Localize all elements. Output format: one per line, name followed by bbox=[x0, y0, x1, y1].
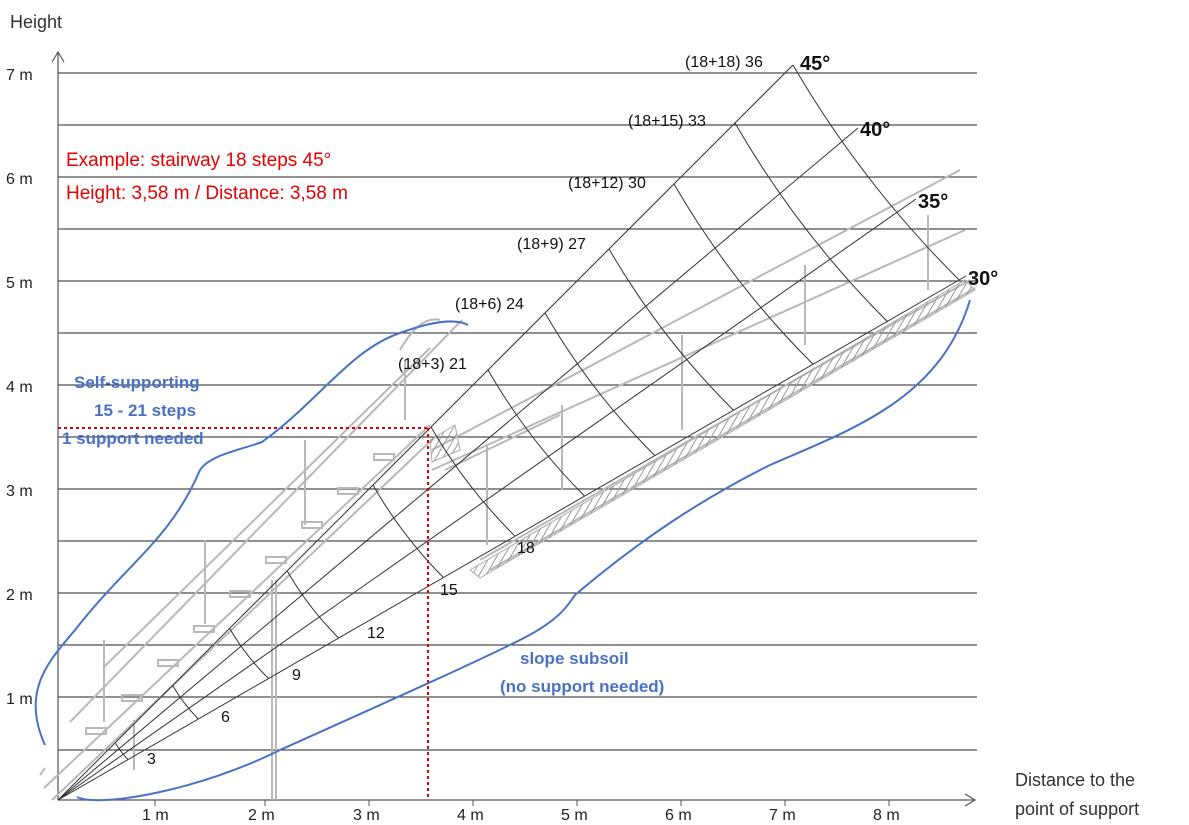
y-axis-arrow bbox=[51, 50, 65, 63]
arc-30 bbox=[673, 183, 814, 365]
x-tick-marks bbox=[154, 800, 890, 806]
ext-step-label-36: (18+18) 36 bbox=[685, 54, 763, 71]
x-axis-title-line1: Distance to the bbox=[1015, 770, 1135, 790]
ext-step-label-33: (18+15) 33 bbox=[628, 113, 706, 130]
x-tick-label: 4 m bbox=[457, 807, 484, 824]
step-arcs bbox=[115, 64, 960, 760]
slope-subsoil-label: slope subsoil bbox=[520, 649, 629, 668]
extended-step-labels: (18+3) 21 (18+6) 24 (18+9) 27 (18+12) 30… bbox=[398, 54, 763, 373]
angle-label-40: 40° bbox=[860, 119, 890, 141]
y-tick-label: 7 m bbox=[6, 67, 33, 84]
arc-24 bbox=[544, 312, 656, 456]
arc-6 bbox=[172, 685, 199, 720]
ray-45 bbox=[57, 64, 794, 801]
angle-label-45: 45° bbox=[800, 53, 830, 75]
angle-rays bbox=[57, 64, 967, 801]
x-tick-label: 6 m bbox=[665, 807, 692, 824]
slope-subsoil-bracket bbox=[76, 299, 971, 802]
arc-18 bbox=[430, 426, 516, 537]
y-tick-label: 3 m bbox=[6, 483, 33, 500]
arc-15 bbox=[372, 484, 444, 578]
x-axis-arrow bbox=[964, 793, 977, 807]
arc-27 bbox=[608, 248, 735, 411]
blue-brackets bbox=[34, 299, 971, 802]
step-count-labels: 3 6 9 12 15 18 bbox=[147, 540, 535, 768]
y-tick-label: 1 m bbox=[6, 691, 33, 708]
self-supporting-steps: 15 - 21 steps bbox=[94, 401, 196, 420]
axes bbox=[51, 50, 977, 807]
step-label-18: 18 bbox=[517, 540, 535, 557]
x-tick-labels: 1 m 2 m 3 m 4 m 5 m 6 m 7 m 8 m bbox=[142, 807, 900, 824]
arc-21 bbox=[487, 369, 585, 497]
y-tick-label: 5 m bbox=[6, 275, 33, 292]
ext-step-label-27: (18+9) 27 bbox=[517, 236, 586, 253]
angle-label-30: 30° bbox=[968, 268, 998, 290]
grid-lines bbox=[58, 72, 977, 751]
ext-step-label-24: (18+6) 24 bbox=[455, 296, 524, 313]
slope-subsoil-note: (no support needed) bbox=[500, 677, 664, 696]
self-supporting-support: 1 support needed bbox=[62, 429, 204, 448]
y-tick-labels: 1 m 2 m 3 m 4 m 5 m 6 m 7 m bbox=[6, 67, 33, 708]
x-axis-title-line2: point of support bbox=[1015, 799, 1139, 819]
step-label-9: 9 bbox=[292, 667, 301, 684]
example-line-2: Height: 3,58 m / Distance: 3,58 m bbox=[66, 183, 348, 204]
stair-sketch-45 bbox=[39, 318, 463, 801]
step-label-15: 15 bbox=[440, 582, 458, 599]
x-tick-label: 8 m bbox=[873, 807, 900, 824]
step-label-3: 3 bbox=[147, 751, 156, 768]
angle-labels: 45° 40° 35° 30° bbox=[800, 53, 998, 290]
stair-stringer-30 bbox=[429, 279, 976, 579]
arc-3 bbox=[115, 743, 129, 760]
arc-36 bbox=[792, 64, 960, 281]
ext-step-label-30: (18+12) 30 bbox=[568, 175, 646, 192]
x-tick-label: 1 m bbox=[142, 807, 169, 824]
step-label-6: 6 bbox=[221, 709, 230, 726]
y-tick-label: 6 m bbox=[6, 171, 33, 188]
x-tick-label: 3 m bbox=[353, 807, 380, 824]
ray-30 bbox=[57, 275, 967, 801]
angle-label-35: 35° bbox=[918, 191, 948, 213]
arc-12 bbox=[286, 570, 339, 639]
x-tick-label: 2 m bbox=[248, 807, 275, 824]
step-label-12: 12 bbox=[367, 625, 385, 642]
example-lines bbox=[58, 427, 429, 800]
arc-33 bbox=[734, 122, 889, 323]
y-tick-label: 2 m bbox=[6, 587, 33, 604]
y-tick-label: 4 m bbox=[6, 379, 33, 396]
ray-40 bbox=[57, 127, 859, 801]
y-axis-title: Height bbox=[10, 12, 62, 32]
self-supporting-bracket bbox=[34, 320, 469, 746]
example-line-1: Example: stairway 18 steps 45° bbox=[66, 150, 331, 171]
ext-step-label-21: (18+3) 21 bbox=[398, 356, 467, 373]
stair-sketch-30 bbox=[431, 169, 976, 571]
arc-9 bbox=[229, 628, 269, 679]
x-tick-label: 5 m bbox=[561, 807, 588, 824]
x-tick-label: 7 m bbox=[769, 807, 796, 824]
self-supporting-label: Self-supporting bbox=[74, 373, 200, 392]
ray-35 bbox=[57, 198, 917, 801]
